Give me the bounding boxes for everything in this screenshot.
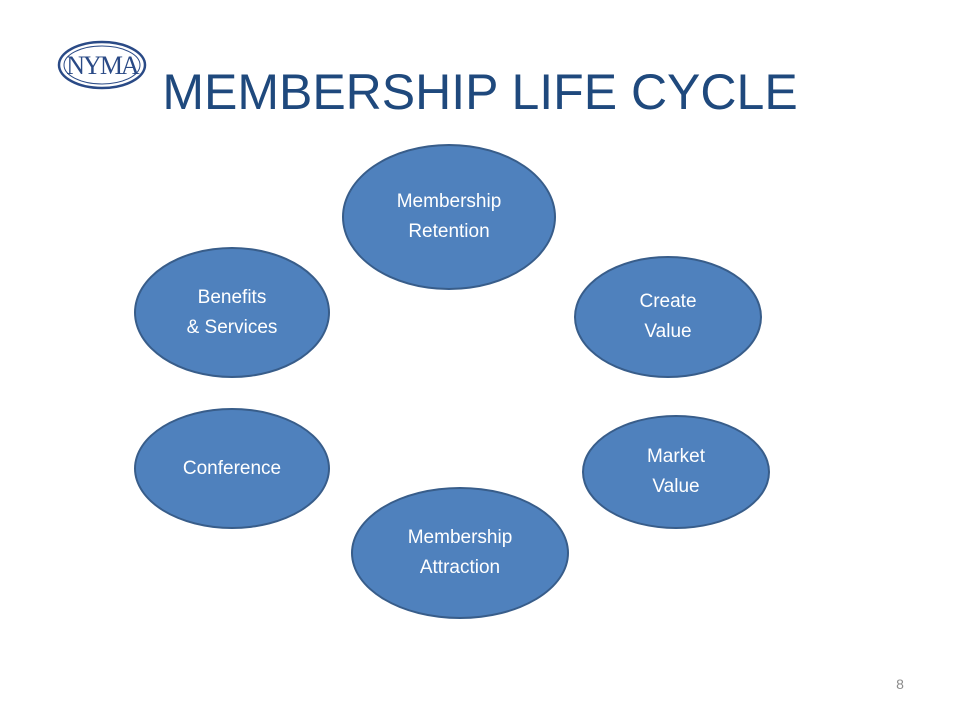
node-label: Membership Attraction bbox=[407, 527, 513, 578]
slide-title: MEMBERSHIP LIFE CYCLE bbox=[162, 64, 798, 120]
node-market-value: Market Value bbox=[582, 415, 770, 529]
node-label: Create Value bbox=[639, 291, 697, 342]
organization-logo: NYMA bbox=[57, 40, 147, 90]
node-membership-retention: Membership Retention bbox=[342, 144, 556, 290]
node-benefits-services: Benefits & Services bbox=[134, 247, 330, 378]
node-create-value: Create Value bbox=[574, 256, 762, 378]
node-membership-attraction: Membership Attraction bbox=[351, 487, 569, 619]
logo-text: NYMA bbox=[66, 51, 140, 80]
node-label: Conference bbox=[182, 457, 282, 479]
node-label: Benefits & Services bbox=[186, 286, 278, 338]
node-label: Market Value bbox=[646, 446, 706, 497]
node-label: Membership Retention bbox=[396, 191, 502, 242]
page-number: 8 bbox=[896, 676, 904, 692]
node-conference: Conference bbox=[134, 408, 330, 529]
